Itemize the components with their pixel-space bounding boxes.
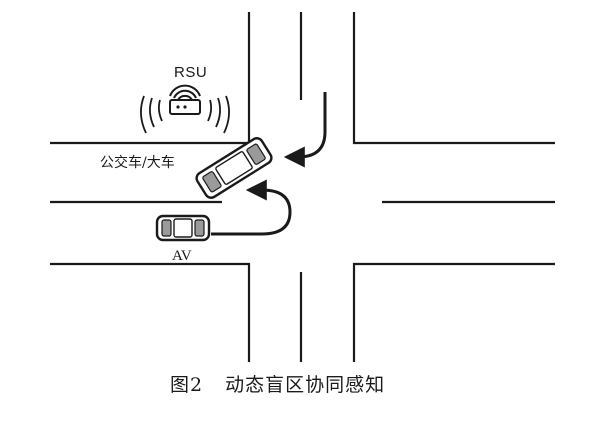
curved-arrow-icon: [283, 92, 327, 168]
rsu-label: RSU: [174, 64, 208, 81]
av-label: AV: [172, 248, 192, 264]
router-antenna-icon: [140, 84, 230, 134]
figure-number: 图2: [170, 374, 204, 396]
vehicle-topdown-icon: [195, 137, 273, 199]
road-edge-top-right: [352, 12, 555, 145]
road-edge-bottom-left: [50, 262, 251, 362]
lane-dividers: [50, 12, 555, 362]
bus-label: 公交车/大车: [100, 155, 175, 171]
road-edges: [50, 12, 555, 362]
car-topdown-icon: [155, 214, 211, 242]
road-edge-bottom-right: [352, 262, 555, 362]
figure-caption: 图2 动态盲区协同感知: [170, 370, 385, 397]
road-edge-top-left: [50, 12, 251, 145]
u-turn-arrow-icon: [211, 179, 292, 236]
figure-title: 动态盲区协同感知: [225, 374, 386, 396]
